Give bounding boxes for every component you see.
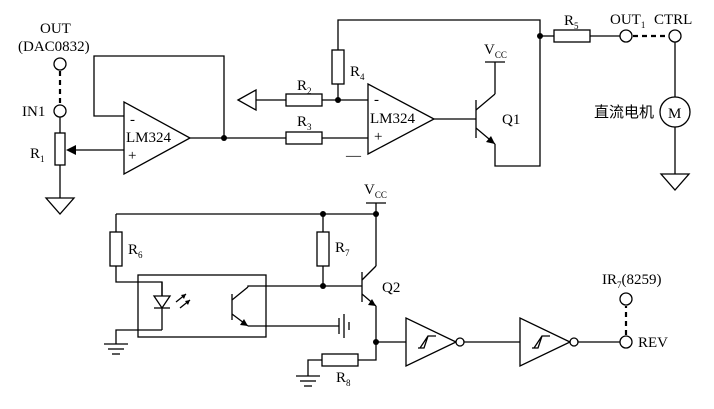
q1-emitter-arrow [486,136,495,144]
r8-resistor [321,353,359,367]
in1-terminal [53,104,67,118]
inv2-triangle [519,316,572,368]
vcc2-label: VCC [364,182,387,200]
ground-r2-sideways [236,88,257,112]
q1-label: Q1 [502,112,520,128]
ground-motor [659,173,691,191]
opamp2-label: LM324 [370,111,416,127]
q2-label: Q2 [382,280,400,296]
junction-opamp1-out [221,135,227,141]
ground-r1 [44,197,76,215]
r7-label: R7 [335,240,350,258]
led-ray-arrow-1 [181,294,186,299]
led-to-ground-wire [115,329,162,344]
opamp2-minus: - [374,92,379,108]
out1-label: OUT1 [610,12,645,30]
r5-label: R5 [564,13,579,31]
inv1-bubble [455,337,465,347]
junction-vcc2 [373,211,379,217]
r4-feedback-wire [337,19,541,50]
q1-emitter-wire [494,36,541,167]
r8-wire-left [307,359,322,376]
r2-label: R2 [297,78,312,96]
vcc1-label: VCC [484,42,507,60]
r3-label: R3 [297,114,312,132]
inv2-schmitt-symbol [532,335,550,349]
out-dac-label-line1: OUT [40,21,71,37]
r1-label: R1 [30,146,45,164]
led-ray-arrow-2 [185,300,190,305]
r5-resistor [553,29,591,43]
r7-resistor [316,231,330,267]
out1-terminal [619,29,633,43]
ctrl-terminal [668,29,682,43]
phototransistor-collector [231,286,249,301]
inv1-triangle [405,316,458,368]
q2-collector-leg [361,265,377,281]
in1-label: IN1 [22,104,45,120]
r3-resistor [285,131,323,145]
rev-terminal [619,335,633,349]
opamp2-minus-mark: — [345,148,362,164]
led-diode [152,295,172,310]
motor-m: M [668,106,681,122]
ctrl-label: CTRL [654,12,692,28]
phototransistor-arrow [240,319,248,326]
r4-resistor [331,49,345,85]
inv2-bubble [569,337,579,347]
r2-resistor [285,93,323,107]
r8-label: R8 [336,370,351,388]
q2-emitter-arrow [368,299,376,306]
ir7-terminal [619,292,633,306]
inv1-schmitt-symbol [418,335,436,349]
opamp2-plus: + [374,129,382,145]
ir7-label: IR7(8259) [602,272,662,290]
out-dac-terminal [53,57,67,71]
r6-resistor [109,231,123,267]
out-dac-label-line2: (DAC0832) [18,39,90,55]
r8-wire-right [358,342,377,361]
optocoupler-box [137,274,267,338]
r1-label-main: R [30,146,40,162]
opamp1-minus: - [130,112,135,128]
r1-wiper-arrow [66,145,76,155]
opamp1-label: LM324 [126,130,172,146]
motor-label: 直流电机 [594,104,654,121]
r6-label: R6 [128,242,143,260]
opamp1-plus: + [128,148,136,164]
opamp1-feedback-wire [93,55,225,138]
q1-collector-leg [475,93,496,111]
r4-label: R4 [350,64,365,82]
phototransistor-to-q2-wire [247,285,362,287]
rev-label: REV [638,335,668,351]
r6-to-led-wire [115,266,163,296]
r1-potentiometer [54,132,66,166]
opamp1-triangle [123,100,192,176]
r1-label-sub: 1 [40,154,45,164]
opamp2-triangle [367,82,436,156]
